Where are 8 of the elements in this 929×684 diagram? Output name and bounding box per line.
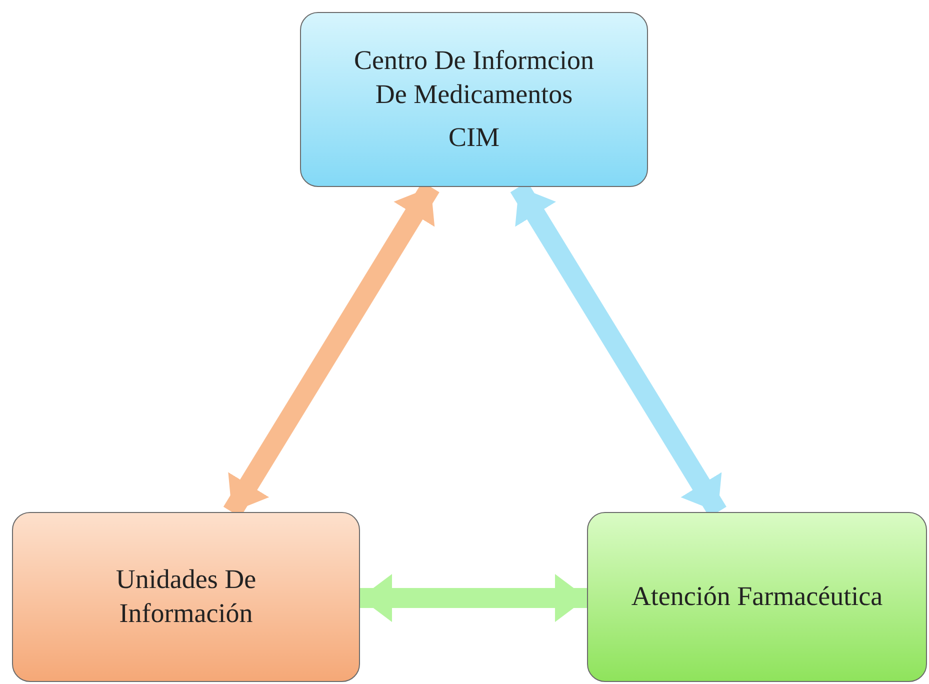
box-text: Atención Farmacéutica: [631, 580, 883, 614]
double-arrow: [360, 574, 587, 622]
rounded-box: [587, 512, 927, 682]
rounded-box: [12, 512, 360, 682]
box-text: CIM: [448, 121, 500, 154]
rounded-box: [300, 12, 648, 187]
box-text: Unidades De Información: [114, 563, 258, 630]
box-text: Centro De Informcion De Medicamentos: [353, 44, 595, 111]
